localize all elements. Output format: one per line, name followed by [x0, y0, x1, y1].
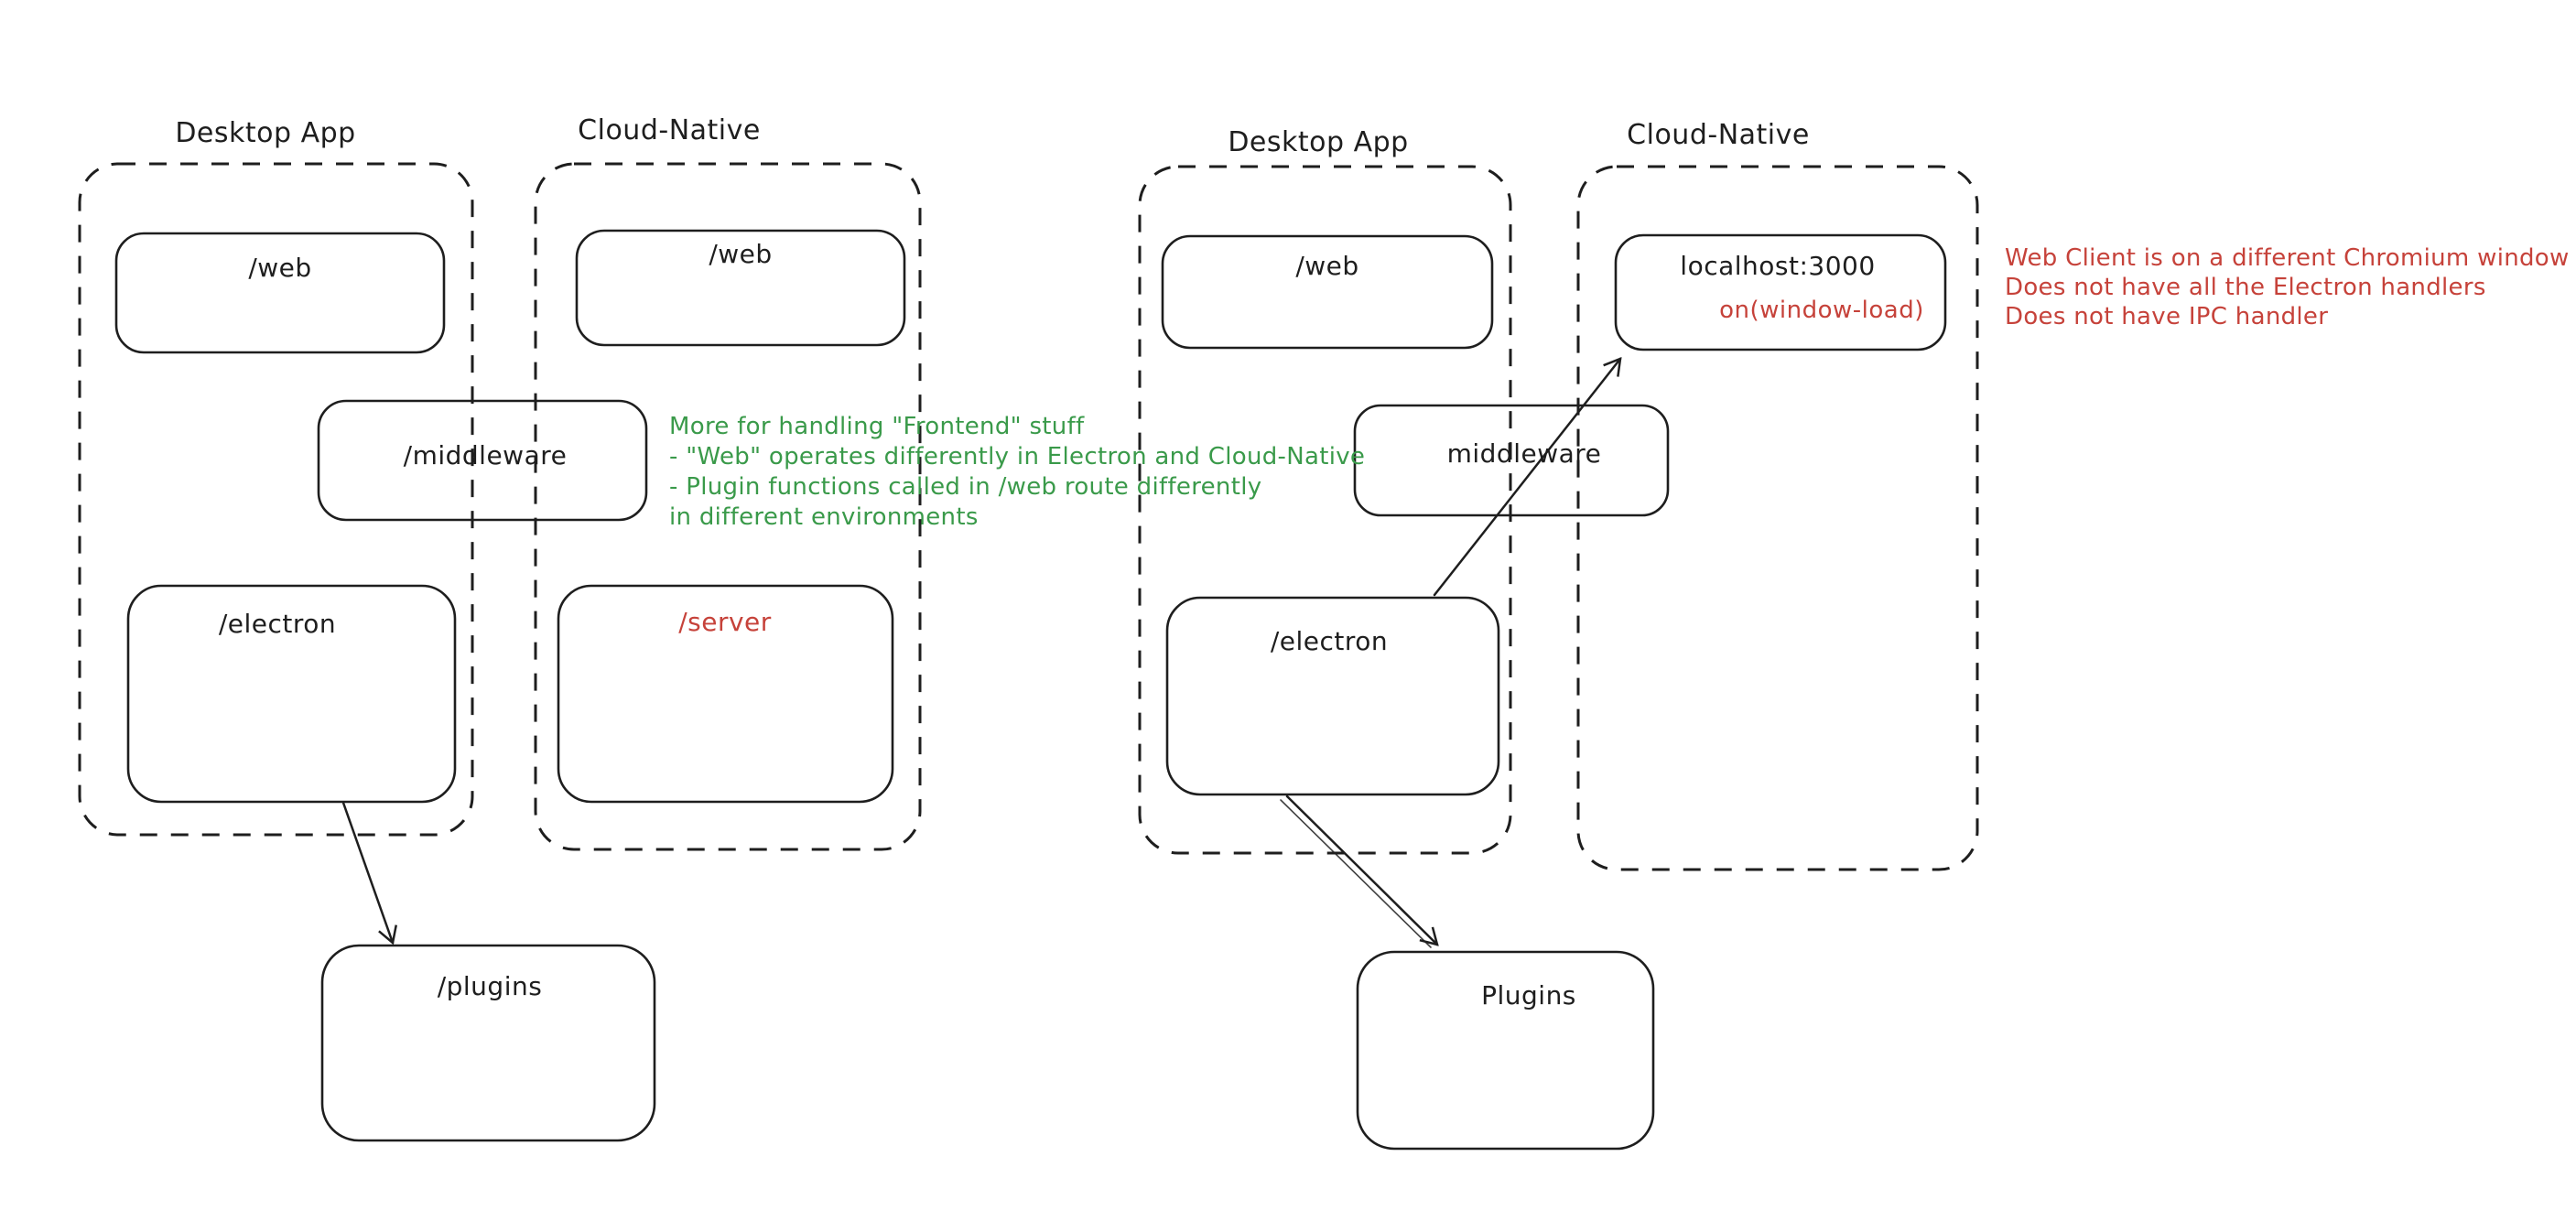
- left-middleware-box: [317, 399, 648, 522]
- right-localhost-box: [1614, 233, 1947, 351]
- right-localhost-label: localhost:3000: [1680, 251, 1876, 281]
- red-annotation-line: Web Client is on a different Chromium wi…: [2005, 244, 2570, 272]
- left-web-cloud-label: /web: [709, 239, 773, 269]
- left-cloud-title: Cloud-Native: [578, 114, 761, 146]
- right-web-label: /web: [1295, 251, 1359, 281]
- right-cloud-title: Cloud-Native: [1627, 119, 1810, 151]
- green-annotation: More for handling "Frontend" stuff - "We…: [669, 412, 1365, 533]
- red-annotation-line: Does not have IPC handler: [2005, 303, 2329, 330]
- left-cloud-container: [534, 162, 922, 851]
- right-middleware-label: middleware: [1446, 438, 1602, 469]
- red-annotation: Web Client is on a different Chromium wi…: [2005, 243, 2570, 331]
- left-desktop-title: Desktop App: [175, 117, 356, 149]
- left-web-desktop-box: [114, 232, 446, 354]
- right-web-box: [1161, 234, 1494, 350]
- green-annotation-line: More for handling "Frontend" stuff: [669, 413, 1085, 440]
- left-desktop-container: [78, 162, 474, 837]
- right-plugins-label: Plugins: [1481, 980, 1576, 1010]
- green-annotation-line: - Plugin functions called in /web route …: [669, 473, 1262, 501]
- right-middleware-box: [1353, 404, 1670, 517]
- red-annotation-line: Does not have all the Electron handlers: [2005, 274, 2486, 301]
- left-server-label: /server: [678, 607, 772, 637]
- left-web-desktop-label: /web: [248, 253, 312, 283]
- arrow-electron-to-localhost: [1433, 357, 1622, 597]
- green-annotation-line: - "Web" operates differently in Electron…: [669, 443, 1366, 470]
- right-cloud-container: [1576, 165, 1979, 871]
- left-electron-label: /electron: [218, 609, 337, 639]
- left-middleware-label: /middleware: [403, 440, 568, 470]
- right-window-load-label: on(window-load): [1719, 297, 1924, 324]
- left-electron-box: [126, 584, 457, 804]
- left-plugins-box: [320, 944, 656, 1142]
- right-desktop-title: Desktop App: [1228, 126, 1409, 158]
- right-plugins-box: [1356, 950, 1655, 1151]
- right-electron-box: [1165, 596, 1500, 796]
- right-electron-label: /electron: [1270, 626, 1389, 656]
- arrow-electron-to-plugins-left: [341, 801, 397, 946]
- left-server-box: [557, 584, 894, 804]
- right-desktop-container: [1138, 165, 1512, 855]
- arrow-electron-to-plugins-right: [1285, 794, 1439, 946]
- left-web-cloud-box: [575, 229, 906, 347]
- green-annotation-line: in different environments: [669, 503, 979, 531]
- left-plugins-label: /plugins: [437, 971, 543, 1001]
- arrow-electron-to-plugins-right-sketch-stroke: [1280, 799, 1432, 948]
